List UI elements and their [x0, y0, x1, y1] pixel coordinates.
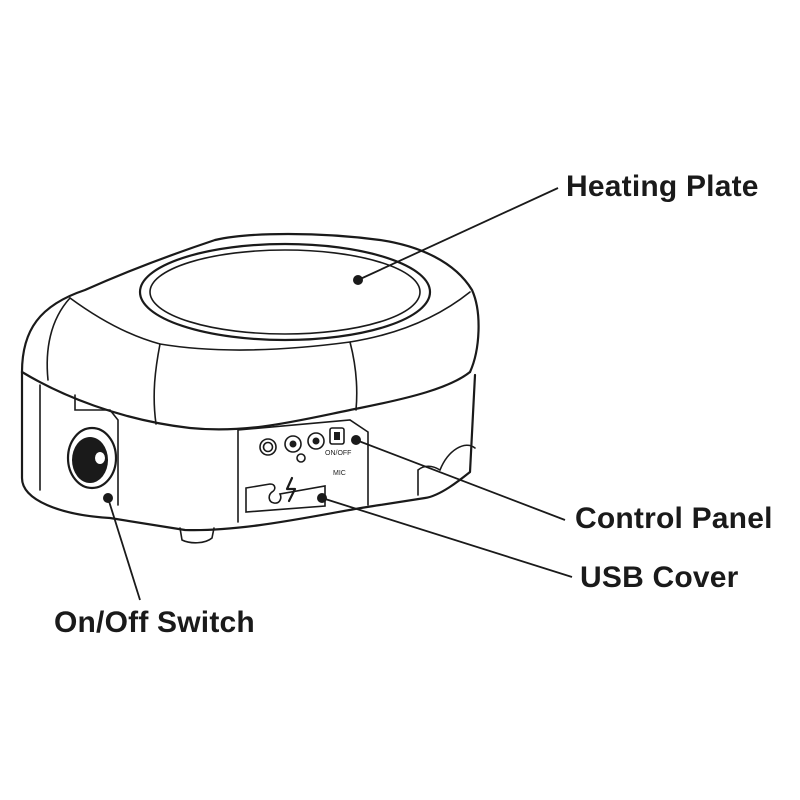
indicator-light	[296, 453, 306, 463]
heating-plate	[138, 242, 432, 342]
mode-button[interactable]	[329, 427, 345, 445]
mode-button-label: ON/OFF	[325, 450, 351, 457]
lid-outline	[20, 232, 480, 374]
base-outline	[20, 370, 477, 532]
lid-seam-right	[349, 341, 358, 411]
usb-cover-leader	[321, 497, 573, 578]
mug-warmer-illustration: ON/OFF MIC	[20, 232, 480, 544]
on-off-switch-leader	[107, 497, 141, 601]
control-panel-label: Control Panel	[575, 502, 773, 535]
control-button-1[interactable]	[259, 438, 277, 456]
switch-outer-ring	[66, 426, 118, 490]
control-panel: ON/OFF MIC	[259, 427, 351, 477]
switch-knob	[72, 437, 108, 483]
lid-seam-left	[46, 297, 71, 381]
on-off-switch-label: On/Off Switch	[54, 606, 255, 639]
indicator-label: MIC	[333, 470, 346, 477]
lightning-icon	[285, 476, 297, 503]
foot-left	[179, 527, 215, 544]
control-panel-leader	[355, 439, 566, 521]
switch-highlight	[95, 452, 105, 464]
usb-cover-label: USB Cover	[580, 561, 739, 594]
lid-seam-mid	[153, 343, 161, 425]
control-button-2[interactable]	[284, 435, 302, 453]
heating-plate-label: Heating Plate	[566, 170, 759, 203]
control-button-3[interactable]	[307, 432, 325, 450]
front-panel-frame	[237, 419, 369, 523]
lid-rim	[20, 370, 472, 431]
right-notch	[439, 444, 476, 471]
switch-housing	[39, 384, 119, 506]
heating-plate-leader	[357, 187, 559, 281]
lid-front-edge	[69, 291, 471, 351]
usb-cover[interactable]	[245, 476, 326, 513]
on-off-switch[interactable]	[66, 426, 118, 490]
heating-plate-inner	[149, 249, 421, 335]
